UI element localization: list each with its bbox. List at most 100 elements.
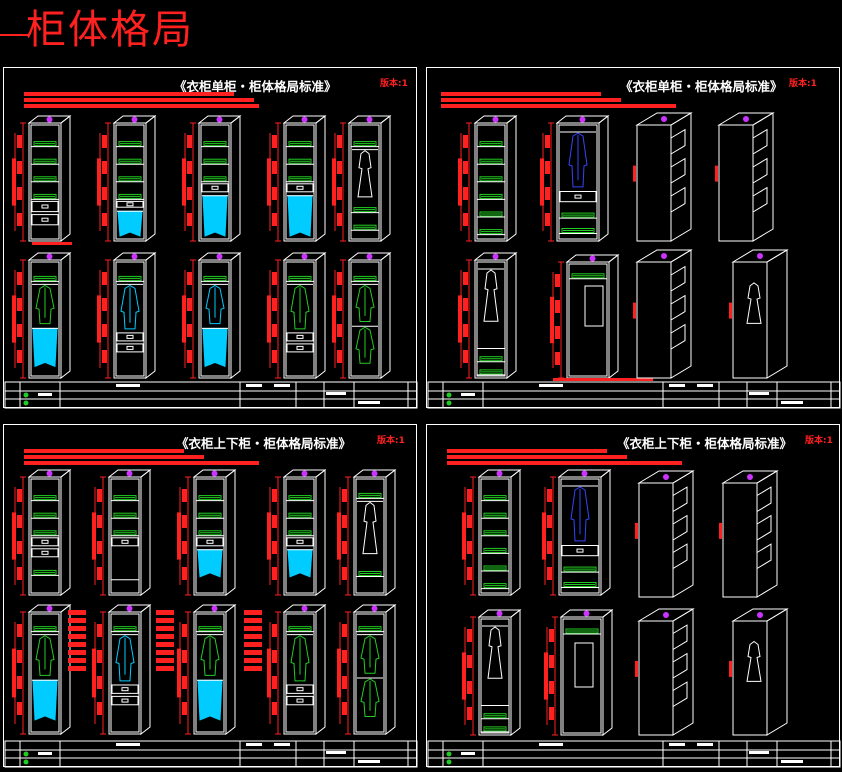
sheet-drawing	[4, 92, 418, 409]
drawer	[286, 695, 314, 706]
dimension-label	[68, 618, 86, 623]
drawing-sheet-single-2[interactable]: 《衣柜单柜・柜体格局标准》 版本:1	[426, 67, 841, 409]
hanger-marker-icon	[492, 253, 499, 260]
folded-clothes-icon	[118, 158, 142, 164]
drawer-handle	[206, 539, 214, 544]
hanger-marker-icon	[661, 253, 667, 259]
cabinet-front	[474, 122, 508, 242]
folded-clothes-icon	[358, 626, 382, 632]
cabinet-inner	[30, 613, 60, 733]
hanging-shirt-icon	[35, 635, 55, 676]
dimension-label	[540, 158, 544, 206]
hanger-marker-icon	[757, 612, 763, 618]
folded-clothes-icon	[358, 492, 382, 498]
cabinet-front	[718, 124, 754, 242]
drawer	[31, 214, 59, 226]
title-block	[427, 740, 841, 768]
drawer-handle	[126, 345, 134, 350]
hanger-marker-icon	[126, 605, 133, 612]
cabinet-inner	[560, 478, 600, 594]
title-block-text	[246, 743, 262, 746]
folded-clothes-icon	[113, 530, 137, 536]
dimension-label	[633, 302, 636, 319]
sheet-title: 《衣柜上下柜・柜体格局标准》	[617, 436, 793, 451]
cabinet-front	[638, 620, 674, 736]
title-block-text	[116, 743, 140, 746]
header-note-bar	[24, 449, 184, 453]
title-block-text	[749, 392, 769, 395]
dimension-label	[156, 666, 174, 671]
folded-clothes-icon	[33, 158, 57, 164]
drawing-sheet-single-1[interactable]: 《衣柜单柜・柜体格局标准》 版本:1	[3, 67, 418, 409]
folded-clothes-icon	[203, 141, 227, 147]
cabinet-front	[108, 476, 142, 596]
drawer	[286, 537, 314, 547]
hanging-pants-icon	[117, 210, 143, 237]
header-note-bar	[24, 92, 234, 96]
title-block-text	[326, 392, 346, 395]
cabinet-side	[60, 468, 71, 597]
dimension-label	[342, 541, 347, 554]
folded-clothes-icon	[118, 176, 142, 182]
dimension-label	[342, 676, 347, 689]
hanger-marker-icon	[301, 253, 308, 260]
hanger-marker-icon	[371, 605, 378, 612]
dimension-label	[272, 324, 277, 337]
dimension-label	[17, 541, 22, 554]
dimension-label	[549, 655, 554, 668]
title-block-text	[274, 384, 290, 387]
cabinet-inner	[30, 261, 60, 377]
drawing-sheet-upper-lower-1[interactable]: 《衣柜上下柜・柜体格局标准》 版本:1	[3, 424, 418, 768]
dimension-label	[187, 272, 192, 285]
dimension-label	[633, 165, 636, 182]
drawer	[286, 183, 314, 193]
cabinet-side	[140, 603, 151, 736]
hanger-marker-icon	[46, 253, 53, 260]
drawer	[559, 191, 597, 203]
title-block-text	[669, 384, 685, 387]
dimension-label	[337, 298, 342, 311]
folded-clothes-icon	[113, 512, 137, 518]
dimension-label	[635, 522, 638, 539]
cabinet-side	[380, 251, 391, 380]
dimension-label	[156, 634, 174, 639]
cabinet-side	[230, 114, 241, 243]
title-block-text	[326, 751, 346, 754]
drawer-handle	[121, 687, 129, 692]
folded-clothes-icon	[483, 726, 507, 732]
cabinet-front	[636, 124, 672, 242]
dimension-label	[187, 135, 192, 148]
cabinet-side	[766, 608, 788, 736]
dimension-label	[467, 629, 472, 642]
drawer-handle	[121, 698, 129, 703]
dimension-label	[244, 618, 262, 623]
header-note-bar	[447, 461, 682, 465]
cabinet-front	[636, 261, 672, 379]
dimension-label	[182, 650, 187, 663]
title-rule	[0, 34, 30, 36]
corner-shelf	[672, 486, 688, 512]
folded-clothes-icon	[483, 713, 507, 719]
cabinet-inner	[285, 261, 315, 377]
dimension-label	[68, 666, 86, 671]
folded-clothes-icon	[479, 193, 503, 199]
dimension-label	[337, 350, 342, 363]
drawer-handle	[211, 185, 219, 190]
cabinet-inner	[350, 261, 380, 377]
cabinet-inner	[115, 261, 145, 377]
dimension-label	[463, 187, 468, 200]
dimension-label	[17, 676, 22, 689]
title-block-text	[781, 401, 803, 404]
hanging-pants-icon	[287, 195, 313, 237]
cabinet-side	[510, 468, 521, 597]
hanging-pants-icon	[202, 327, 228, 368]
header-note-bar	[441, 92, 601, 96]
dimension-label	[12, 295, 16, 343]
cabinet-inner	[355, 613, 385, 733]
drawing-sheet-upper-lower-2[interactable]: 《衣柜上下柜・柜体格局标准》 版本:1	[426, 424, 841, 768]
dimension-label	[467, 707, 472, 720]
dimension-label	[156, 610, 174, 615]
dimension-label	[182, 624, 187, 637]
folded-clothes-icon	[288, 495, 312, 501]
corner-shelf	[672, 514, 688, 541]
